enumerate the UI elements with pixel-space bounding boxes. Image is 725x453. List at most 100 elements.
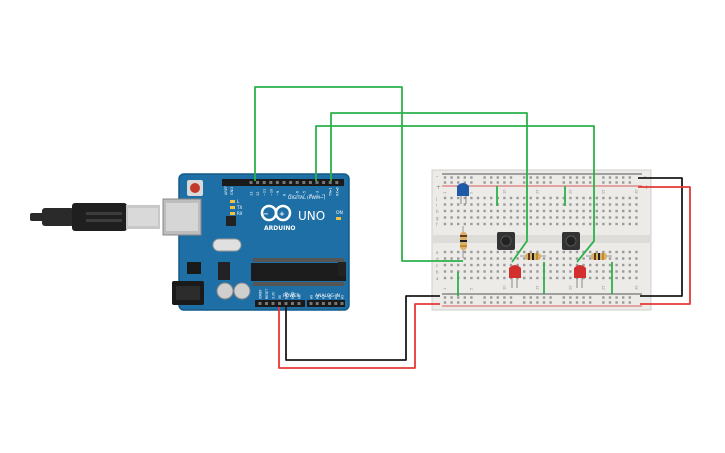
breadboard-hole [529, 250, 532, 254]
breadboard-hole [503, 250, 506, 254]
breadboard-hole [549, 209, 552, 213]
breadboard-hole [615, 263, 618, 267]
breadboard-hole [529, 209, 532, 213]
digital-pin-label: ~9 [276, 191, 280, 196]
rail-hole [615, 176, 618, 179]
rx-label: RX [237, 211, 243, 216]
breadboard-hole [496, 250, 499, 254]
rail-hole [490, 176, 493, 179]
breadboard-hole [556, 250, 559, 254]
breadboard-hole [622, 263, 625, 267]
rail-hole [542, 176, 546, 179]
breadboard-hole [569, 209, 572, 213]
breadboard-center-channel [432, 235, 651, 243]
breadboard-hole [595, 276, 598, 280]
rail-hole [450, 296, 453, 299]
breadboard-hole [483, 270, 486, 273]
rail-hole [529, 176, 532, 179]
breadboard-hole [602, 250, 605, 254]
breadboard-hole [516, 250, 519, 254]
breadboard-hole [443, 196, 447, 200]
breadboard-hole [562, 196, 565, 200]
breadboard-hole [635, 250, 638, 254]
digital-pin-label: 2 [322, 194, 326, 196]
breadboard-hole [569, 276, 572, 280]
rail-hole [602, 296, 605, 299]
brand-text: ARDUINO [264, 225, 295, 232]
row-letter: d [436, 257, 439, 262]
breadboard-hole [542, 222, 546, 226]
rail-hole [496, 296, 499, 299]
rail-hole [470, 181, 473, 184]
breadboard-hole [622, 257, 625, 260]
rail-hole [602, 181, 605, 184]
breadboard-hole [589, 250, 592, 254]
breadboard-hole [615, 196, 618, 200]
breadboard-hole [582, 203, 585, 206]
digital-pin-hole [315, 181, 319, 184]
breadboard-hole [450, 257, 453, 260]
breadboard-hole [463, 209, 466, 213]
breadboard-hole [556, 270, 559, 273]
row-letter: e [436, 250, 439, 255]
breadboard-hole [450, 203, 453, 206]
breadboard-hole [490, 276, 493, 280]
breadboard-hole [556, 209, 559, 213]
rail-hole [503, 176, 506, 179]
crystal [212, 238, 242, 252]
rail-hole [443, 176, 447, 179]
breadboard-hole [476, 257, 480, 260]
rail-hole [542, 296, 546, 299]
digital-pin-hole [322, 181, 326, 184]
breadboard-hole [595, 270, 598, 273]
pushbutton-2 [562, 232, 580, 250]
power-pin-hole [284, 302, 288, 305]
breadboard-hole [483, 222, 486, 226]
power-pin-label: GND [291, 291, 295, 299]
usb-cable [30, 203, 160, 231]
breadboard-hole [602, 203, 605, 206]
breadboard-hole [523, 250, 526, 254]
arduino-uno-board: − + ARDUINO UNO DIGITAL (PWM~) POWER ANA… [162, 173, 350, 311]
breadboard-hole [470, 196, 473, 200]
breadboard-hole [523, 270, 526, 273]
blue-led [457, 183, 469, 204]
pushbutton-1 [497, 232, 515, 250]
breadboard-hole [443, 270, 447, 273]
power-pin-label: GND [284, 291, 288, 299]
rail-hole [536, 301, 539, 304]
svg-text:+: + [279, 210, 285, 218]
breadboard-hole [628, 250, 631, 254]
rail-hole [622, 176, 625, 179]
rail-hole [589, 181, 592, 184]
breadboard-hole [450, 196, 453, 200]
breadboard-hole [476, 270, 480, 273]
breadboard-hole [628, 276, 631, 280]
breadboard-hole [463, 270, 466, 273]
breadboard-hole [450, 270, 453, 273]
rail-minus-label: - [436, 173, 438, 180]
breadboard-hole [608, 209, 612, 213]
breadboard-hole [582, 209, 585, 213]
breadboard-hole [457, 203, 460, 206]
breadboard-hole [569, 203, 572, 206]
breadboard-hole [509, 196, 513, 200]
digital-pin-hole [289, 181, 293, 184]
column-number: 15 [536, 286, 540, 290]
breadboard-hole [536, 196, 539, 200]
breadboard-hole [529, 196, 532, 200]
power-pin-label: 5V [278, 294, 282, 299]
breadboard-hole [608, 222, 612, 226]
breadboard-hole [608, 216, 612, 219]
power-pin-label: IOREF [258, 289, 262, 299]
breadboard-hole [516, 257, 519, 260]
rail-hole [569, 176, 572, 179]
power-header-label: POWER [283, 293, 300, 299]
breadboard-hole [470, 276, 473, 280]
breadboard-hole [549, 222, 552, 226]
green-wire-pin4 [330, 112, 528, 263]
breadboard-hole [575, 196, 579, 200]
column-number: 25 [602, 190, 606, 194]
breadboard-hole [589, 276, 592, 280]
